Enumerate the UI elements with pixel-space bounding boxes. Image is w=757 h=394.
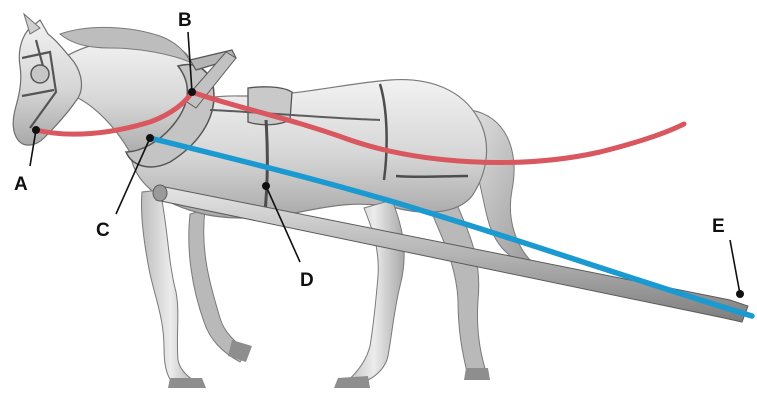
hoof (334, 376, 370, 388)
label-d: D (300, 270, 314, 291)
label-a: A (14, 174, 28, 195)
hoof (464, 368, 490, 380)
label-c: C (96, 220, 110, 241)
far-fore-leg (189, 210, 248, 362)
label-b: B (178, 10, 192, 31)
leader-e (730, 240, 740, 294)
shaft-tip (153, 185, 167, 201)
hoof (168, 378, 206, 388)
blinker (31, 65, 49, 83)
hoof (228, 340, 252, 362)
label-e: E (712, 216, 725, 237)
